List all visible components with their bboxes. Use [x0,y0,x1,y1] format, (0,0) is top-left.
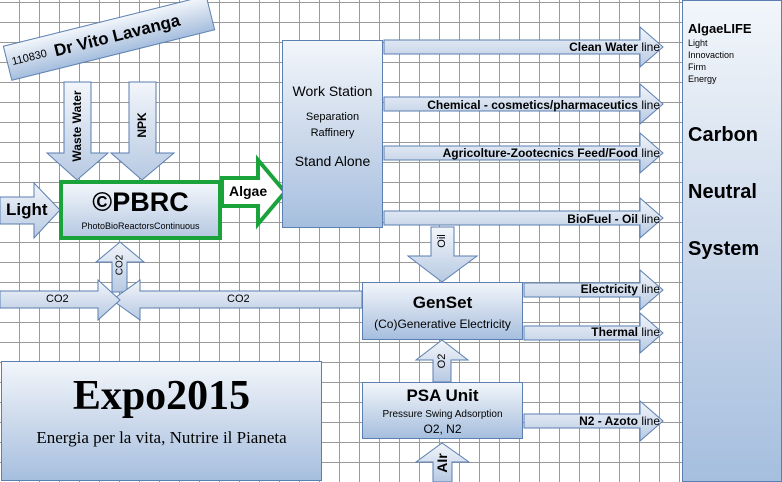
work-station-line2: Raffinery [310,127,355,139]
npk-label: NPK [135,112,149,138]
side-panel-system: System [688,238,760,260]
psa-box: PSA Unit Pressure Swing Adsorption O2, N… [362,382,523,439]
genset-title: GenSet [412,293,473,312]
genset-box: GenSet (Co)Generative Electricity [362,282,523,340]
output-electricity: Electricity line [580,282,660,296]
npk-arrow [109,81,176,181]
output-chemical: Chemical - cosmetics/pharmaceutics line [427,98,660,112]
light-label: Light [6,200,48,219]
air-arrow [414,442,471,482]
waste-water-label: Waste Water [70,90,84,162]
electricity-arrow [523,268,664,312]
side-panel-title: AlgaeLIFE [688,21,752,36]
work-station-line1: Separation [305,111,360,123]
co2-left-arrow [111,279,363,321]
oil-arrow [406,226,479,283]
biofuel-arrow [383,196,664,240]
genset-subtitle: (Co)Generative Electricity [374,317,511,331]
oil-label: Oil [436,234,448,248]
psa-gases: O2, N2 [423,422,462,436]
output-n2: N2 - Azoto line [579,414,660,428]
air-label: AIr [434,453,450,473]
expo-title: Expo2015 [72,373,251,419]
pbrc-box: ©PBRC PhotoBioReactorsContinuous [59,180,222,240]
output-clean-water: Clean Water line [569,40,660,54]
output-thermal: Thermal line [591,325,660,339]
agri-arrow [383,131,664,175]
psa-subtitle: Pressure Swing Adsorption [382,409,503,420]
algae-arrow [220,154,288,230]
light-arrow [0,181,61,240]
waste-water-arrow [45,81,110,181]
expo-subtitle: Energia per la vita, Nutrire il Pianeta [36,428,287,447]
o2-arrow [414,339,470,383]
algae-label: Algae [229,183,268,199]
o2-label: O2 [436,353,448,369]
co2-right-arrow [0,278,121,322]
output-biofuel: BioFuel - Oil line [567,212,660,226]
side-panel: AlgaeLIFE Light Innovaction Firm Energy … [682,0,782,482]
pbrc-title: ©PBRC [92,187,189,217]
clean-water-arrow [383,25,664,69]
side-panel-item-firm: Firm [688,62,706,72]
side-panel-item-innovaction: Innovaction [688,50,735,60]
co2-left-label: CO2 [46,293,69,305]
work-station-box: Work Station Separation Raffinery Stand … [282,40,383,228]
work-station-line3: Stand Alone [294,153,371,169]
output-agricolture: Agricolture-Zootecnics Feed/Food line [442,146,660,160]
work-station-title: Work Station [292,83,373,99]
side-panel-carbon: Carbon [688,124,758,146]
expo-box: Expo2015 Energia per la vita, Nutrire il… [1,361,322,481]
side-panel-item-light: Light [688,38,708,48]
co2-up-label: CO2 [114,254,126,276]
side-panel-neutral: Neutral [688,181,757,203]
author-code: 110830 [10,47,49,69]
side-panel-item-energy: Energy [688,74,717,84]
chemical-arrow [383,82,664,126]
thermal-arrow [523,311,664,355]
co2-up-arrow [94,241,146,293]
psa-title: PSA Unit [406,386,479,405]
pbrc-subtitle: PhotoBioReactorsContinuous [81,221,200,231]
n2-arrow [523,399,664,443]
co2-right-label: CO2 [227,293,250,305]
